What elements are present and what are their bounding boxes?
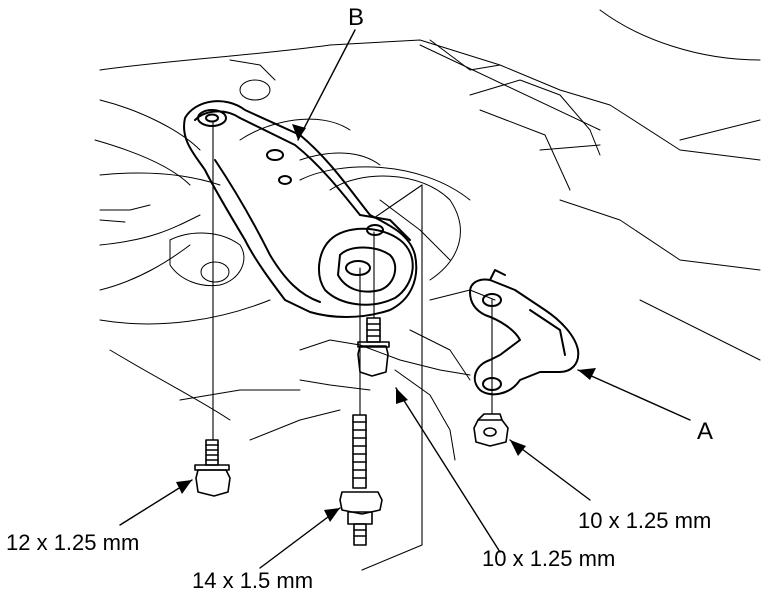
callout-b: B <box>348 4 365 31</box>
bolt-12x1.25 <box>194 439 231 497</box>
bolt-10x1.25-mid <box>357 317 390 377</box>
spec-label-bolt-mid: 10 x 1.25 mm <box>482 546 616 571</box>
spec-label-nut-right: 10 x 1.25 mm <box>578 508 712 533</box>
arrowheads <box>176 124 596 522</box>
upper-arm-bracket <box>183 100 418 318</box>
spec-label-stud-center: 14 x 1.5 mm <box>192 568 314 593</box>
chassis-background <box>94 9 761 461</box>
leader-lines <box>119 29 691 569</box>
alignment-lines <box>212 121 493 571</box>
stud-14x1.5 <box>339 414 383 546</box>
nut-10x1.25 <box>473 413 509 447</box>
callout-a: A <box>697 418 714 445</box>
spec-label-bolt-left: 12 x 1.25 mm <box>6 530 140 555</box>
bracket-a <box>469 269 580 396</box>
